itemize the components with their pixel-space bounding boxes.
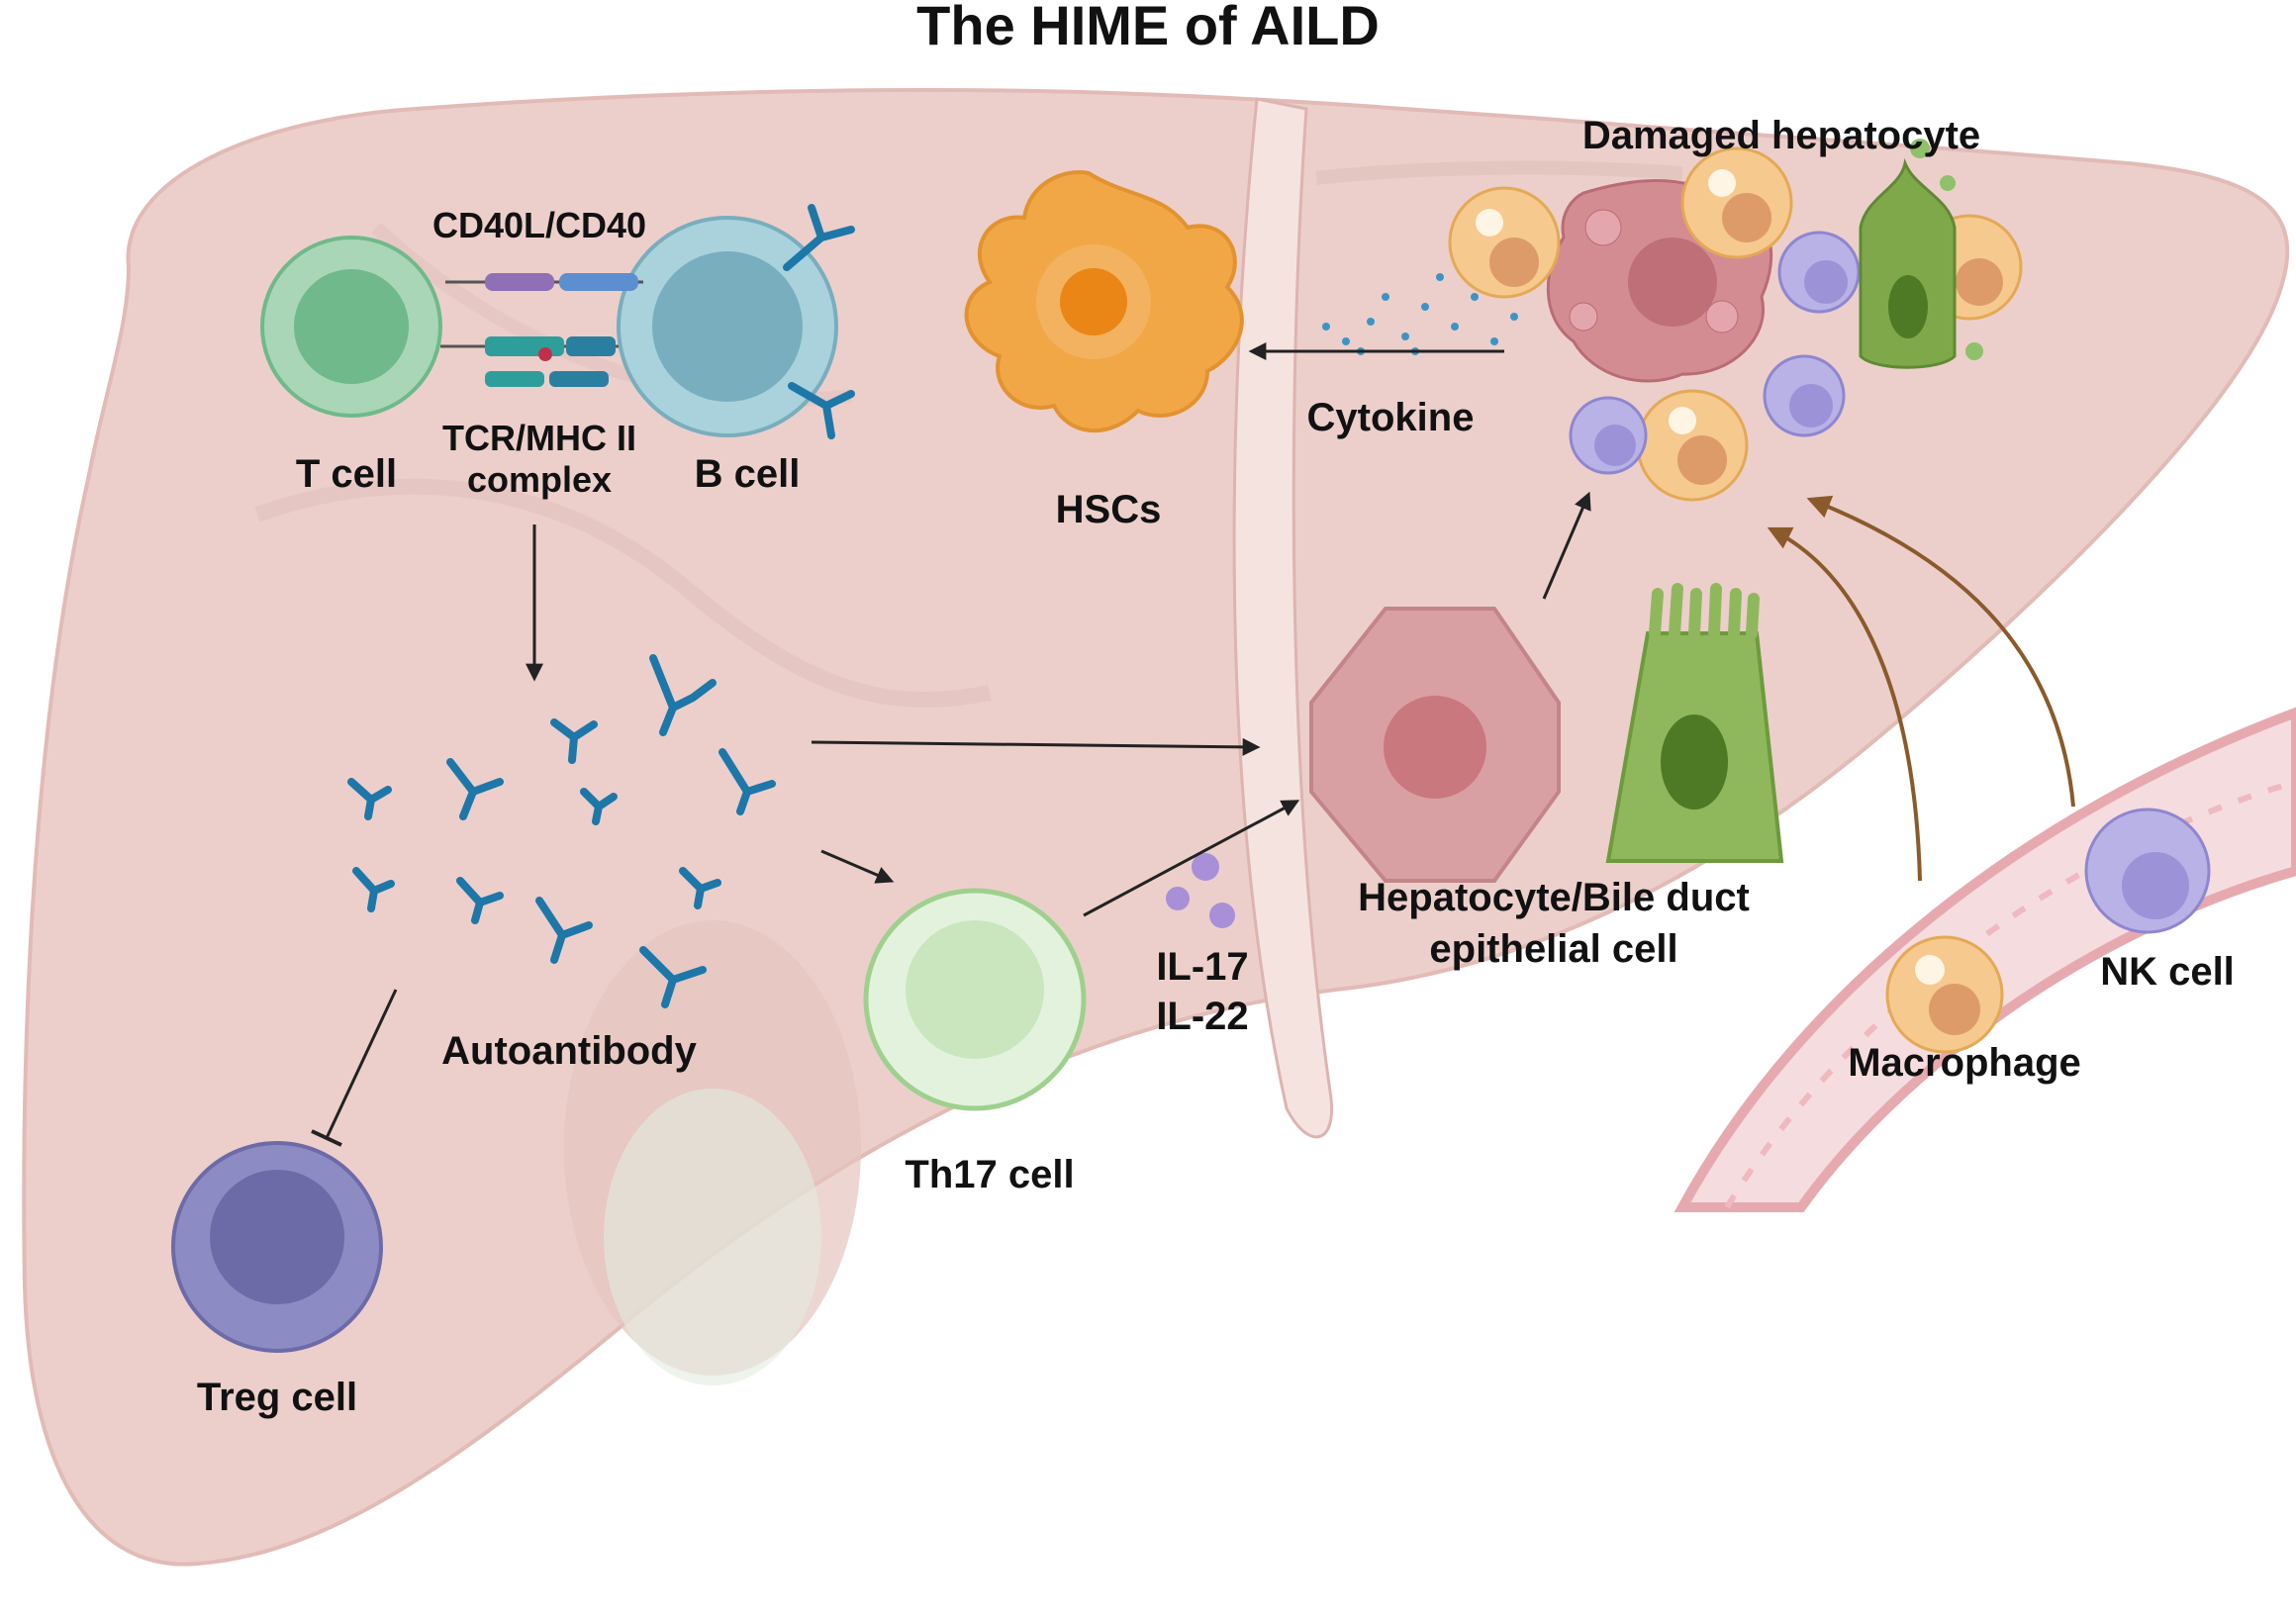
- autoantibody-label: Autoantibody: [441, 1029, 697, 1073]
- arrow-autoantibody-to-th17: [820, 849, 895, 884]
- th17-cell: [863, 888, 1087, 1111]
- autoantibody-cluster: [347, 654, 776, 1008]
- hsc-cell: [964, 170, 1244, 433]
- hepatocyte-cell: [1309, 607, 1561, 883]
- cd40l-cd40-label: CD40L/CD40: [432, 205, 646, 245]
- t-cell-label: T cell: [296, 452, 397, 496]
- treg-cell-label: Treg cell: [197, 1376, 357, 1419]
- hscs-label: HSCs: [1056, 488, 1162, 531]
- il22-label: IL-22: [1156, 995, 1248, 1038]
- tcr-mhc-ii-complex: [440, 336, 619, 387]
- cytokine-label: Cytokine: [1307, 396, 1475, 439]
- il17-label: IL-17: [1156, 945, 1248, 989]
- b-cell-receptor-icon: [783, 204, 855, 439]
- arrow-hepatocyte-to-damaged: [1542, 491, 1591, 600]
- b-cell: [617, 216, 838, 437]
- macrophage-icon: [1680, 146, 1793, 259]
- nk-cell: [2084, 808, 2211, 934]
- bile-duct-cell-icon: [1859, 139, 1983, 369]
- hepatocyte-label-line1: Hepatocyte/Bile duct: [1358, 876, 1750, 919]
- arrow-nk-to-damaged: [1806, 495, 2075, 808]
- arrow-autoantibody-to-hepatocyte: [811, 737, 1261, 756]
- tcr-mhc-label-line1: TCR/MHC II: [442, 418, 636, 458]
- arrow-th17-to-hepatocyte: [1083, 800, 1300, 917]
- macrophage-cell: [1885, 935, 2004, 1054]
- treg-cell: [171, 1141, 383, 1353]
- cd40l-cd40-receptor: [445, 273, 643, 291]
- nk-cell-icon: [1777, 231, 1861, 314]
- macrophage-label: Macrophage: [1848, 1041, 2081, 1085]
- nk-cell-label: NK cell: [2100, 950, 2235, 994]
- nk-cell-icon: [1569, 396, 1648, 475]
- damaged-hepatocyte-label: Damaged hepatocyte: [1582, 114, 1980, 157]
- bile-duct-epithelial-cell: [1605, 583, 1784, 863]
- macrophage-icon: [1636, 389, 1749, 502]
- th17-cell-label: Th17 cell: [905, 1153, 1074, 1196]
- tcr-mhc-label-line2: complex: [467, 459, 612, 500]
- diagram-title: The HIME of AILD: [916, 0, 1380, 56]
- b-cell-label: B cell: [695, 452, 801, 496]
- il17-il22-molecules: [1166, 853, 1235, 928]
- macrophage-icon: [1448, 186, 1561, 299]
- inhibit-autoantibody-to-treg: [325, 989, 398, 1139]
- damaged-hepatocyte-cluster: [1448, 139, 2023, 502]
- nk-cell-icon: [1763, 354, 1846, 437]
- inhibit-bar: [311, 1129, 342, 1147]
- hepatocyte-label-line2: epithelial cell: [1429, 927, 1677, 971]
- arrow-macrophage-to-damaged: [1767, 526, 1922, 882]
- t-cell: [260, 236, 442, 418]
